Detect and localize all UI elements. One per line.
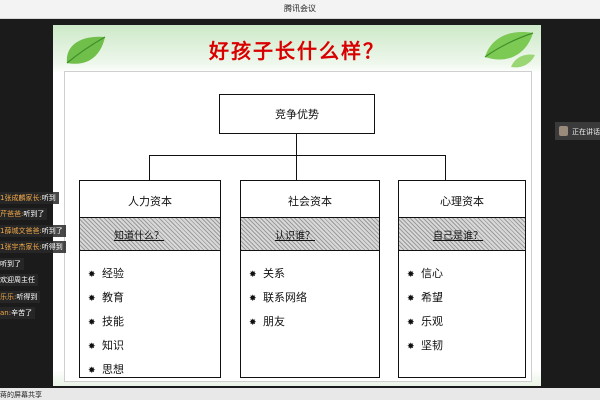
list-item: ✸乐观 — [407, 315, 443, 328]
column-question-band: 自己是谁？ — [399, 217, 525, 251]
column-question-band: 知道什么？ — [80, 217, 220, 251]
chat-sender: an: — [0, 309, 12, 317]
column-title: 人力资本 — [128, 195, 172, 208]
screen-share-bar: 蒋的屏幕共享 — [0, 388, 600, 400]
bullet-icon: ✸ — [407, 294, 415, 304]
chat-text: 听得到 — [41, 243, 63, 251]
connector-left — [149, 155, 150, 180]
column-box-social-capital: 社会资本 认识谁？ ✸关系 ✸联系网络 ✸朋友 — [240, 180, 380, 378]
shared-slide: 好孩子长什么样？ 竞争优势 人力资本 知道什么？ ✸经验 ✸教育 ✸技能 ✸知识… — [53, 25, 541, 386]
chat-message: 1张成麟家长:听到 — [0, 192, 59, 204]
column-box-psychological-capital: 心理资本 自己是谁？ ✸信心 ✸希望 ✸乐观 ✸坚韧 — [398, 180, 526, 378]
bullet-icon: ✸ — [249, 294, 257, 304]
window-titlebar: 腾讯会议 — [0, 0, 600, 19]
avatar — [559, 126, 568, 136]
chat-message: 乐乐:听得到 — [0, 291, 41, 303]
chat-text: 听到 — [41, 194, 56, 202]
connector-trunk — [296, 133, 297, 155]
list-item: ✸教育 — [88, 291, 124, 304]
chat-message: 欢迎周主任 — [0, 274, 38, 286]
bullet-icon: ✸ — [88, 342, 96, 352]
chat-message: 1薛城文爸爸:听到了 — [0, 225, 66, 237]
chat-text: 欢迎周主任 — [0, 276, 35, 284]
list-item: ✸知识 — [88, 339, 124, 352]
leaf-right-icon — [484, 32, 535, 68]
list-item: ✸关系 — [249, 267, 285, 280]
slide-top-band — [53, 25, 541, 73]
connector-horizontal — [149, 155, 445, 156]
chat-sender: 乐乐: — [0, 293, 17, 301]
column-question: 知道什么？ — [114, 231, 164, 242]
bullet-icon: ✸ — [407, 270, 415, 280]
chat-text: 辛苦了 — [11, 309, 33, 317]
slide-headline: 好孩子长什么样？ — [209, 39, 385, 63]
column-question: 自己是谁？ — [433, 231, 483, 242]
speaker-status: 正在讲话 — [572, 128, 600, 136]
chat-message: an:辛苦了 — [0, 307, 36, 319]
column-title: 心理资本 — [440, 195, 484, 208]
list-item: ✸经验 — [88, 267, 124, 280]
list-item: ✸信心 — [407, 267, 443, 280]
connector-middle — [296, 155, 297, 180]
chat-text: 听到了 — [23, 210, 45, 218]
column-box-human-capital: 人力资本 知道什么？ ✸经验 ✸教育 ✸技能 ✸知识 ✸思想 — [79, 180, 221, 378]
chat-message: 芹爸爸:听到了 — [0, 208, 48, 220]
list-item: ✸坚韧 — [407, 339, 443, 352]
root-label: 竞争优势 — [275, 108, 319, 121]
bullet-icon: ✸ — [88, 270, 96, 280]
bullet-icon: ✸ — [407, 318, 415, 328]
column-question-band: 认识谁？ — [241, 217, 379, 251]
chat-text: 听到了 — [41, 227, 63, 235]
bullet-icon: ✸ — [88, 294, 96, 304]
column-question: 认识谁？ — [275, 231, 315, 242]
root-box: 竞争优势 — [219, 94, 375, 134]
screen-share-caption: 蒋的屏幕共享 — [0, 391, 42, 399]
chat-message: 听到了 — [0, 258, 24, 270]
chat-sender: 1张成麟家长: — [0, 194, 42, 202]
list-item: ✸联系网络 — [249, 291, 307, 304]
list-item: ✸希望 — [407, 291, 443, 304]
bullet-icon: ✸ — [88, 366, 96, 376]
bullet-icon: ✸ — [88, 318, 96, 328]
bullet-icon: ✸ — [407, 342, 415, 352]
chat-text: 听到了 — [0, 260, 21, 268]
chat-sender: 芹爸爸: — [0, 210, 24, 218]
speaker-chip[interactable]: 正在讲话 — [555, 122, 600, 140]
bullet-icon: ✸ — [249, 318, 257, 328]
chat-message: 1张宇杰家长:听得到 — [0, 241, 66, 253]
chat-sender: 1薛城文爸爸: — [0, 227, 42, 235]
competitive-advantage-diagram: 竞争优势 人力资本 知道什么？ ✸经验 ✸教育 ✸技能 ✸知识 ✸思想 社会资本… — [64, 71, 532, 382]
chat-text: 听得到 — [16, 293, 38, 301]
leaf-left-icon — [66, 36, 106, 64]
connector-right — [445, 155, 446, 180]
list-item: ✸技能 — [88, 315, 124, 328]
window-title: 腾讯会议 — [284, 4, 316, 13]
bullet-icon: ✸ — [249, 270, 257, 280]
list-item: ✸朋友 — [249, 315, 285, 328]
list-item: ✸思想 — [88, 363, 124, 376]
column-title: 社会资本 — [288, 195, 332, 208]
chat-sender: 1张宇杰家长: — [0, 243, 42, 251]
